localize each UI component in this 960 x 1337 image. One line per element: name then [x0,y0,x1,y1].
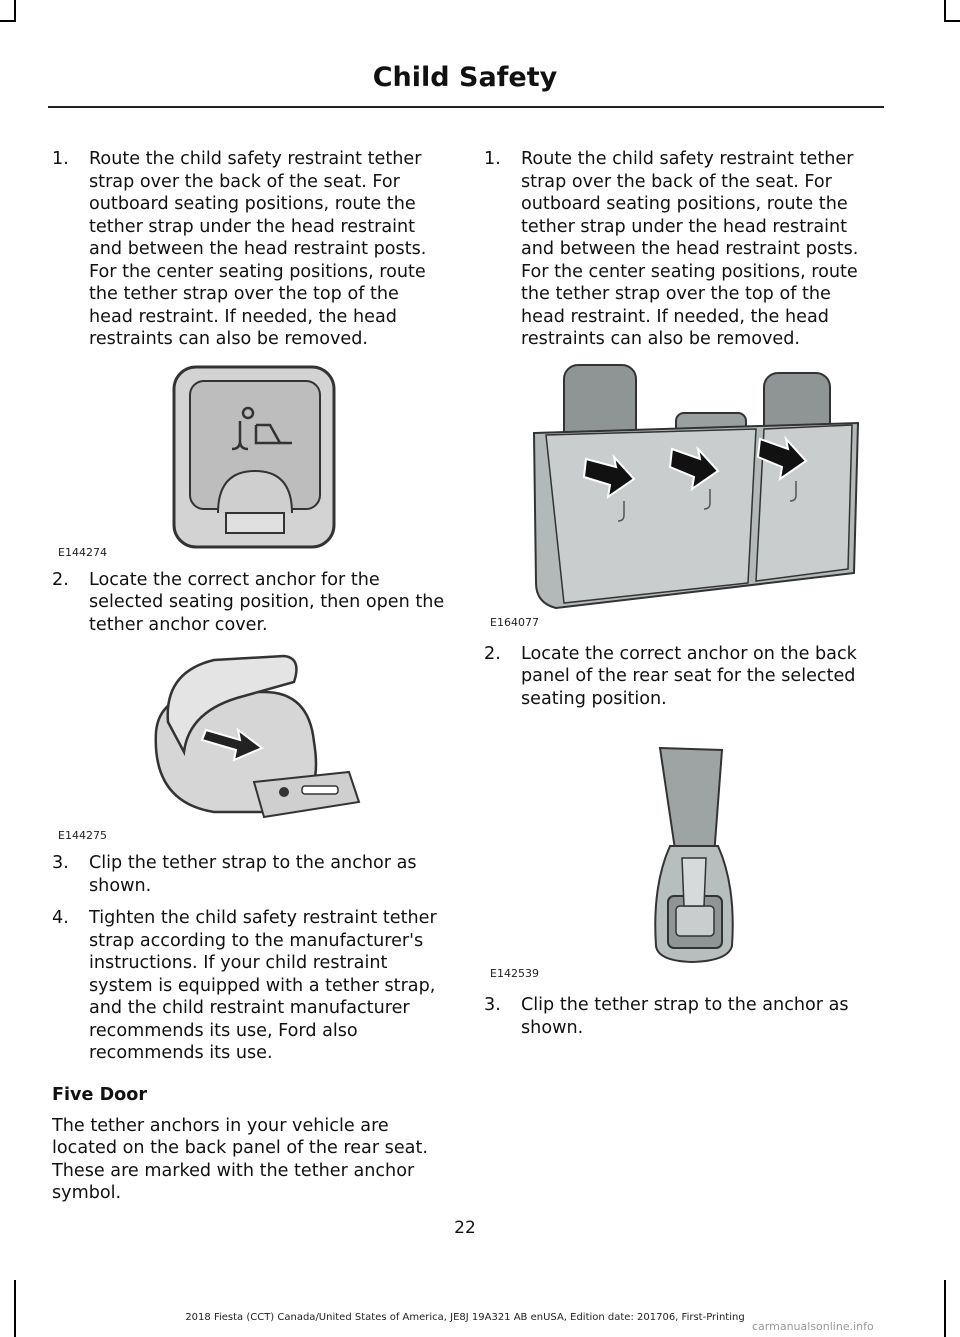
figure-rear-seat: E164077 [484,359,878,629]
step-text: Locate the correct anchor on the back pa… [521,643,857,709]
header-rule [48,106,884,108]
step-number: 3. [52,853,69,873]
arrow-icon [200,727,264,762]
crop-mark [944,20,960,22]
right-column: 1. Route the child safety restraint teth… [484,148,878,1039]
left-column: 1. Route the child safety restraint teth… [52,148,446,1205]
step-text: Route the child safety restraint tether … [521,149,859,349]
rear-seat-illustration [532,363,860,609]
figure-open-cover: E144275 [52,644,446,842]
open-anchor-cover-illustration [154,654,361,819]
tether-strap-anchor-illustration [654,746,734,964]
page-title: Child Safety [372,62,558,93]
footer-text: 2018 Fiesta (CCT) Canada/United States o… [185,1312,745,1323]
step-number: 4. [52,908,69,928]
crop-mark [14,1280,16,1337]
step-number: 1. [52,149,69,169]
step-item: 2. Locate the correct anchor for the sel… [52,569,446,637]
step-number: 2. [52,569,69,590]
watermark: carmanualsonline.info [752,1320,874,1333]
figure-code: E144275 [58,829,107,842]
arrow-icon [582,435,808,499]
figure-code: E164077 [490,615,539,629]
step-number: 1. [484,149,501,169]
crop-mark [14,0,16,22]
step-text: Route the child safety restraint tether … [89,149,427,349]
tether-anchor-icon [231,406,292,450]
section-heading: Five Door [52,1084,148,1105]
crop-mark [944,0,946,22]
paragraph: The tether anchors in your vehicle are l… [52,1115,428,1204]
figure-anchor-cover: E144274 [52,359,446,559]
step-number: 3. [484,995,501,1015]
step-item: 4. Tighten the child safety restraint te… [52,907,446,1065]
step-item: 2. Locate the correct anchor on the back… [484,643,878,711]
crop-mark [0,20,16,22]
figure-code: E142539 [490,967,539,980]
step-text: Locate the correct anchor for the select… [89,569,445,635]
step-item: 3. Clip the tether strap to the anchor a… [484,994,878,1039]
step-item: 1. Route the child safety restraint teth… [52,148,446,351]
step-item: 1. Route the child safety restraint teth… [484,148,878,351]
step-text: Tighten the child safety restraint tethe… [89,908,437,1063]
step-item: 3. Clip the tether strap to the anchor a… [52,852,446,897]
step-text: Clip the tether strap to the anchor as s… [521,995,849,1038]
step-number: 2. [484,643,501,664]
tether-anchor-cover-illustration [172,365,336,548]
figure-code: E144274 [58,545,107,559]
crop-mark [944,1280,946,1337]
figure-anchor-strap: E142539 [484,718,878,980]
step-text: Clip the tether strap to the anchor as s… [89,853,417,896]
page-number: 22 [454,1218,476,1238]
